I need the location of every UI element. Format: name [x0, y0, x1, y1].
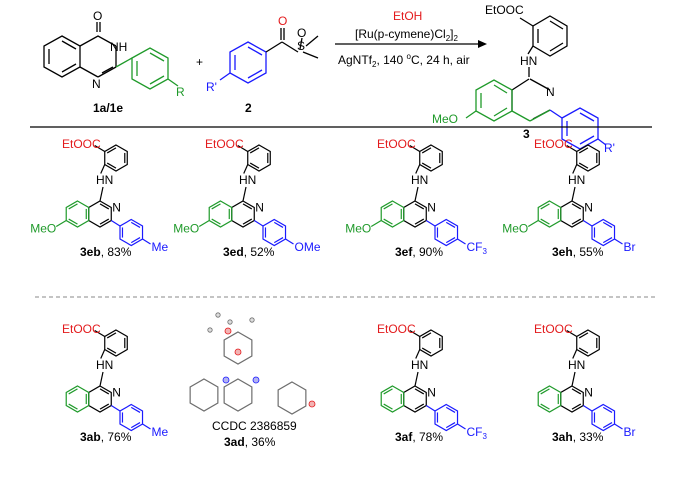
compound-3ad-crystal-structure: CCDC 2386859 3ad, 36%: [189, 312, 316, 449]
compound-3ed: EtOOC HN N MeO OMe 3ed, 52%: [173, 137, 321, 259]
ome-label: MeO: [432, 112, 458, 126]
n-label: N: [546, 85, 555, 99]
compound-label: 3af, 78%: [395, 430, 443, 444]
ester-label: EtOOC: [534, 137, 573, 151]
product-3: EtOOC HN N MeO R' 3: [432, 3, 615, 155]
atom-ketone-o: O: [278, 14, 287, 28]
compound-label: 3eb, 83%: [80, 245, 132, 259]
solvent-label: EtOH: [393, 9, 422, 23]
reactant-2-sulfoxonium-ylide: O S O R' 2: [206, 14, 319, 115]
atom-nh: NH: [110, 40, 127, 54]
compound-3af: EtOOC HN N CF3 3af, 78%: [377, 322, 488, 444]
nh-label: HN: [568, 173, 585, 187]
ester-label: EtOOC: [62, 137, 101, 151]
compound-3ab: EtOOC HN N Me 3ab, 76%: [62, 322, 169, 444]
n-label: N: [584, 386, 593, 400]
compound-3ef: EtOOC HN N MeO CF3 3ef, 90%: [345, 137, 487, 259]
scope-row-6-methoxy: EtOOC HN N MeO Me 3eb, 83% EtOOC HN N MeO OMe 3ed, …: [30, 137, 635, 259]
n-label: N: [112, 386, 121, 400]
nh-label: HN: [520, 54, 537, 68]
scope-row-unsubstituted: EtOOC HN N Me 3ab, 76% CCDC 2386859 3ad, 36% Et…: [62, 312, 636, 449]
n-label: N: [427, 386, 436, 400]
nh-label: HN: [411, 173, 428, 187]
compound-label: 3ah, 33%: [552, 430, 604, 444]
ome-label: MeO: [30, 222, 56, 236]
nh-label: HN: [96, 173, 113, 187]
ccdc-label: CCDC 2386859: [212, 419, 297, 433]
substituent-label: Br: [624, 425, 636, 439]
reactant-1-label: 1a/1e: [93, 101, 123, 115]
additive-label: AgNTf2, 140 oC, 24 h, air: [338, 52, 470, 69]
ester-label: EtOOC: [62, 322, 101, 336]
n-label: N: [427, 201, 436, 215]
atom-n: N: [92, 77, 101, 91]
ester-label: EtOOC: [534, 322, 573, 336]
compound-3ah: EtOOC HN N Br 3ah, 33%: [534, 322, 636, 444]
substituent-label: Me: [152, 425, 169, 439]
atom-o: O: [93, 9, 102, 23]
compound-label: 3ad, 36%: [224, 435, 276, 449]
n-label: N: [255, 201, 264, 215]
compound-label: 3ab, 76%: [80, 430, 132, 444]
substituent-label: CF3: [467, 240, 488, 256]
product-label: 3: [523, 127, 530, 141]
compound-label: 3ed, 52%: [223, 245, 275, 259]
n-label: N: [112, 201, 121, 215]
plus-sign: +: [196, 55, 203, 69]
ome-label: MeO: [173, 222, 199, 236]
reactant-2-label: 2: [245, 101, 252, 115]
substituent-label: Br: [624, 240, 636, 254]
ester-label: EtOOC: [485, 3, 524, 17]
n-label: N: [584, 201, 593, 215]
reactant-1a-1e: O NH N R 1a/1e: [43, 9, 185, 115]
compound-label: 3ef, 90%: [395, 245, 443, 259]
substituent-label: CF3: [467, 425, 488, 441]
atom-r: R: [176, 85, 185, 99]
reaction-arrow: EtOH [Ru(p-cymene)Cl2]2 AgNTf2, 140 oC, …: [335, 9, 487, 69]
catalyst-label: [Ru(p-cymene)Cl2]2: [355, 27, 458, 43]
substituent-label: Me: [152, 240, 169, 254]
ester-label: EtOOC: [377, 322, 416, 336]
nh-label: HN: [568, 358, 585, 372]
nh-label: HN: [96, 358, 113, 372]
r-prime-label: R': [604, 141, 615, 155]
nh-label: HN: [239, 173, 256, 187]
atom-o-minus: O: [297, 26, 306, 40]
ester-label: EtOOC: [377, 137, 416, 151]
atom-s-plus: S: [297, 39, 305, 53]
ester-label: EtOOC: [205, 137, 244, 151]
compound-label: 3eh, 55%: [552, 245, 604, 259]
nh-label: HN: [411, 358, 428, 372]
atom-r-prime: R': [206, 80, 217, 94]
ome-label: MeO: [502, 222, 528, 236]
substituent-label: OMe: [295, 240, 321, 254]
compound-3eh: EtOOC HN N MeO Br 3eh, 55%: [502, 137, 635, 259]
ome-label: MeO: [345, 222, 371, 236]
compound-3eb: EtOOC HN N MeO Me 3eb, 83%: [30, 137, 168, 259]
